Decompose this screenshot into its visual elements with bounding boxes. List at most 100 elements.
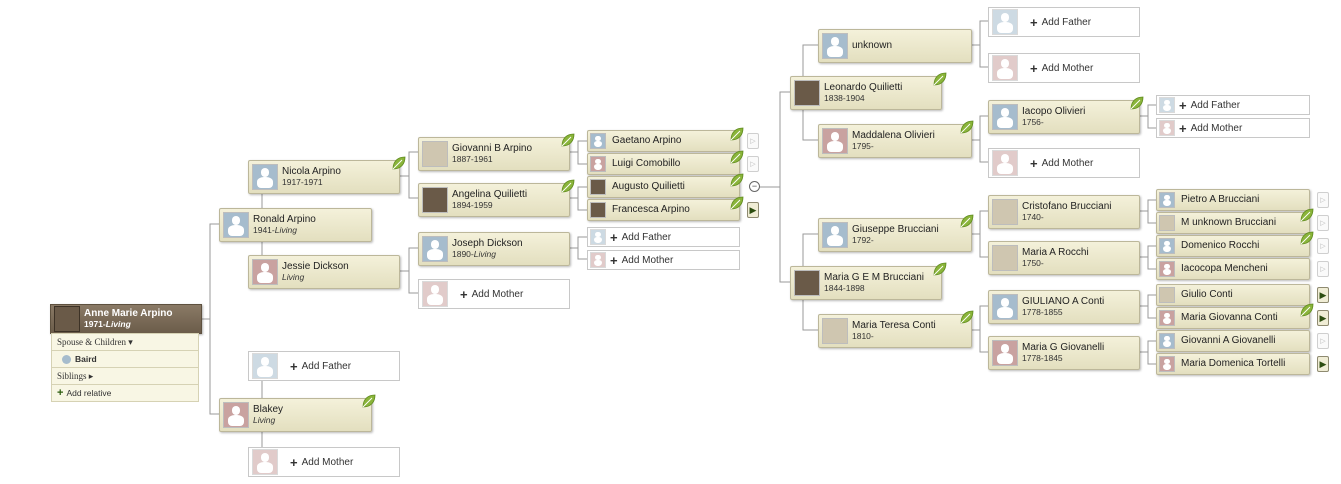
- expand-arrow-icon[interactable]: ▷: [1317, 215, 1329, 231]
- person-dates: 1887-1961: [452, 155, 532, 165]
- person-name: Francesca Arpino: [612, 204, 690, 216]
- person-name: Domenico Rocchi: [1181, 240, 1259, 252]
- person-card-unknown[interactable]: unknown: [818, 29, 972, 63]
- leaf-icon[interactable]: [729, 172, 745, 188]
- add-mother-label: Add Mother: [1191, 123, 1243, 134]
- leaf-icon[interactable]: [560, 178, 576, 194]
- leaf-icon[interactable]: [932, 71, 948, 87]
- leaf-icon[interactable]: [729, 195, 745, 211]
- expand-arrow-icon[interactable]: ▶: [747, 202, 759, 218]
- expand-arrow-icon[interactable]: ▶: [1317, 287, 1329, 303]
- person-card-francesca[interactable]: Francesca Arpino: [587, 199, 740, 221]
- spouse-link[interactable]: Baird: [52, 351, 198, 368]
- expand-arrow-icon[interactable]: ▶: [1317, 356, 1329, 372]
- spouse-children-toggle[interactable]: Spouse & Children ▾: [52, 334, 198, 351]
- plus-icon: +: [1030, 156, 1038, 171]
- add-relative-button[interactable]: +Add relative: [52, 385, 198, 401]
- add-mother-button[interactable]: +Add Mother: [248, 447, 400, 477]
- document-photo: [422, 141, 448, 167]
- document-photo: [1159, 215, 1175, 231]
- plus-icon: +: [1179, 98, 1187, 113]
- leaf-icon[interactable]: [1299, 302, 1315, 318]
- add-father-button[interactable]: +Add Father: [248, 351, 400, 381]
- add-mother-button[interactable]: +Add Mother: [988, 148, 1140, 178]
- leaf-icon[interactable]: [1299, 230, 1315, 246]
- person-card-giulio[interactable]: Giulio Conti: [1156, 284, 1310, 306]
- leaf-icon[interactable]: [391, 155, 407, 171]
- siblings-toggle[interactable]: Siblings ▸: [52, 368, 198, 385]
- leaf-icon[interactable]: [959, 119, 975, 135]
- person-dates: 1844-1898: [824, 284, 924, 294]
- leaf-icon[interactable]: [932, 261, 948, 277]
- collapse-icon[interactable]: −: [749, 181, 760, 192]
- person-name: unknown: [852, 40, 892, 52]
- root-person-card[interactable]: Anne Marie Arpino 1971-Living: [50, 304, 202, 334]
- root-photo: [54, 306, 80, 332]
- add-mother-button[interactable]: +Add Mother: [988, 53, 1140, 83]
- person-name: Iacocopa Mencheni: [1181, 263, 1268, 275]
- female-silhouette-icon: [992, 340, 1018, 366]
- expand-arrow-icon[interactable]: ▷: [1317, 333, 1329, 349]
- plus-icon: +: [460, 287, 468, 302]
- add-father-button[interactable]: +Add Father: [988, 7, 1140, 37]
- person-name: M unknown Brucciani: [1181, 217, 1276, 229]
- plus-icon: +: [610, 253, 618, 268]
- person-card-domenico[interactable]: Domenico Rocchi: [1156, 235, 1310, 257]
- male-silhouette-icon: [992, 9, 1018, 35]
- female-silhouette-icon: [590, 252, 606, 268]
- leaf-icon[interactable]: [959, 213, 975, 229]
- leaf-icon[interactable]: [1299, 207, 1315, 223]
- person-card-m-unknown[interactable]: M unknown Brucciani: [1156, 212, 1310, 234]
- add-mother-button[interactable]: +Add Mother: [1156, 118, 1310, 138]
- leaf-icon[interactable]: [959, 309, 975, 325]
- add-father-button[interactable]: +Add Father: [1156, 95, 1310, 115]
- person-card-iacocopa[interactable]: Iacocopa Mencheni: [1156, 258, 1310, 280]
- person-card-augusto[interactable]: Augusto Quilietti: [587, 176, 740, 198]
- add-mother-button[interactable]: +Add Mother: [587, 250, 740, 270]
- person-name: Luigi Comobillo: [612, 158, 680, 170]
- leaf-icon[interactable]: [729, 126, 745, 142]
- person-card-maria-domenica[interactable]: Maria Domenica Tortelli: [1156, 353, 1310, 375]
- person-card-giovanni-a[interactable]: Giovanni A Giovanelli: [1156, 330, 1310, 352]
- leaf-icon[interactable]: [560, 132, 576, 148]
- leaf-icon[interactable]: [361, 393, 377, 409]
- person-card-gaetano[interactable]: Gaetano Arpino: [587, 130, 740, 152]
- leaf-icon[interactable]: [729, 149, 745, 165]
- person-card-pietro[interactable]: Pietro A Brucciani: [1156, 189, 1310, 211]
- person-dates: 1890-Living: [452, 250, 523, 260]
- document-photo: [822, 318, 848, 344]
- expand-arrow-icon[interactable]: ▶: [1317, 310, 1329, 326]
- expand-arrow-icon[interactable]: ▷: [1317, 261, 1329, 277]
- male-silhouette-icon: [590, 133, 606, 149]
- add-mother-button[interactable]: +Add Mother: [418, 279, 570, 309]
- expand-arrow-icon[interactable]: ▷: [747, 156, 759, 172]
- expand-arrow-icon[interactable]: ▷: [747, 133, 759, 149]
- expand-arrow-icon[interactable]: ▷: [1317, 192, 1329, 208]
- expand-arrow-icon[interactable]: ▷: [1317, 238, 1329, 254]
- leaf-icon[interactable]: [1129, 95, 1145, 111]
- person-name: Maria Giovanna Conti: [1181, 312, 1278, 324]
- male-silhouette-icon: [1159, 333, 1175, 349]
- person-card-luigi[interactable]: Luigi Comobillo: [587, 153, 740, 175]
- person-card-maria-giovanna[interactable]: Maria Giovanna Conti: [1156, 307, 1310, 329]
- male-silhouette-icon: [252, 353, 278, 379]
- document-photo: [992, 245, 1018, 271]
- add-father-button[interactable]: +Add Father: [587, 227, 740, 247]
